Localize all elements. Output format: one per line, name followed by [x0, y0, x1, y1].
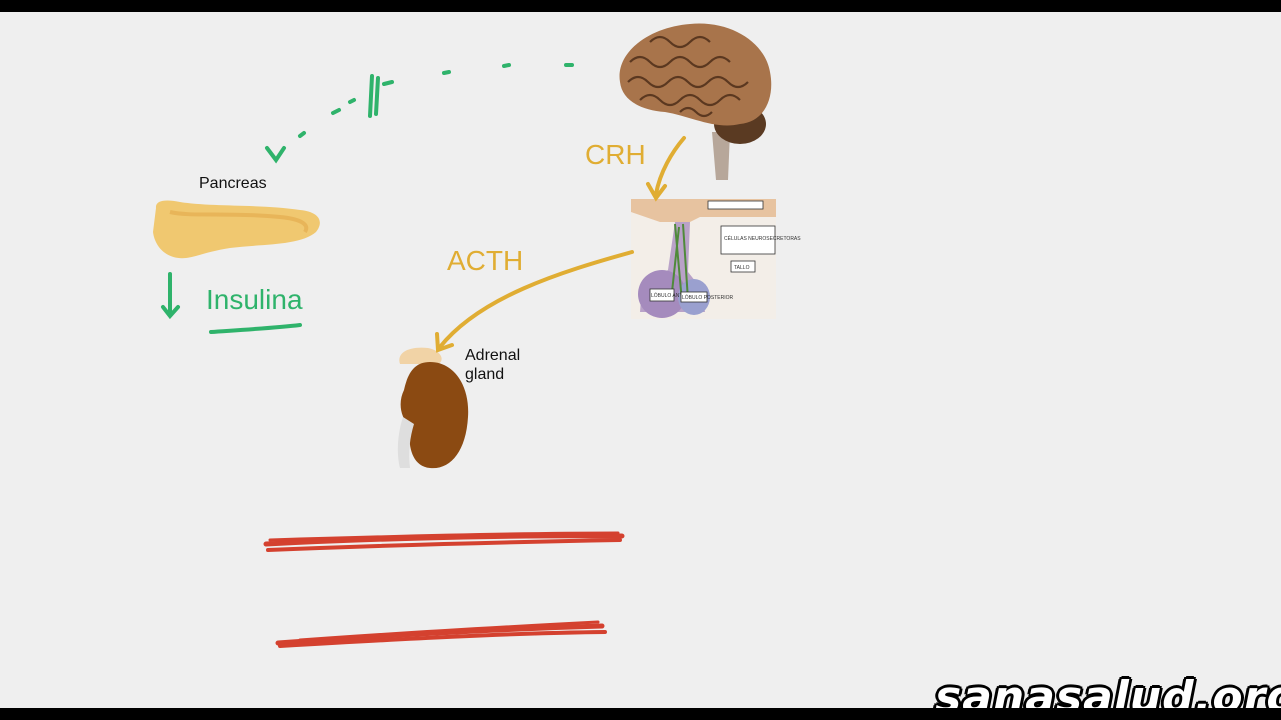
pituitary-right-label: CÉLULAS NEUROSECRETORAS — [724, 235, 801, 242]
acth-arrow — [435, 250, 634, 353]
adrenal-kidney-icon — [397, 347, 469, 469]
insulin-arrow — [161, 272, 302, 334]
pituitary-icon: CÉLULAS NEUROSECRETORAS TALLO LÓBULO ANT… — [631, 199, 801, 319]
pituitary-stalk-label: TALLO — [734, 265, 750, 271]
insulina-label: Insulina — [206, 284, 303, 315]
whiteboard-canvas: CÉLULAS NEUROSECRETORAS TALLO LÓBULO ANT… — [0, 12, 1281, 708]
endocrine-diagram: CÉLULAS NEUROSECRETORAS TALLO LÓBULO ANT… — [153, 23, 801, 648]
crh-arrow — [646, 136, 686, 202]
pancreas-icon — [153, 200, 320, 259]
pancreas-label: Pancreas — [199, 175, 267, 192]
acth-label: ACTH — [447, 245, 524, 276]
feedback-dashed-arrow — [265, 63, 574, 164]
brain-icon — [619, 23, 772, 180]
red-marker-lines — [263, 531, 625, 648]
pituitary-left-label: LÓBULO ANTERIOR — [651, 292, 699, 299]
adrenal-gland-label: Adrenal gland — [465, 347, 521, 383]
crh-label: CRH — [585, 139, 646, 170]
watermark-text: sanasalud.org — [935, 672, 1281, 708]
pituitary-bottom-label: LÓBULO POSTERIOR — [682, 294, 734, 301]
